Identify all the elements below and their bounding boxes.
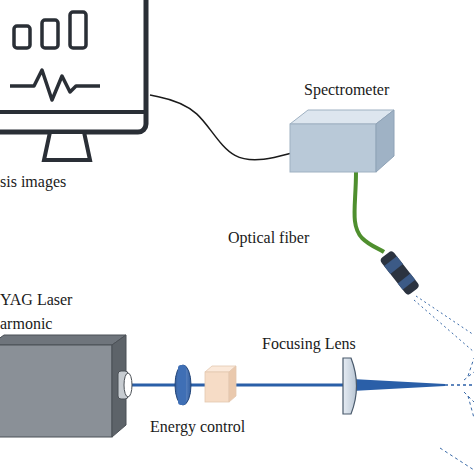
node-label: YAG Laser bbox=[0, 290, 72, 310]
node-label: sis images bbox=[0, 172, 66, 192]
part-label: Energy control bbox=[150, 417, 245, 436]
laser-top bbox=[0, 335, 126, 345]
bar-icon bbox=[14, 26, 30, 48]
bar-icon bbox=[42, 20, 58, 48]
spectrometer-side bbox=[376, 110, 394, 172]
polarizer-cube bbox=[229, 366, 236, 402]
beam-dashed bbox=[445, 384, 474, 386]
node-label: Spectrometer bbox=[304, 80, 389, 100]
waveform-icon bbox=[10, 70, 100, 100]
waveplate bbox=[175, 365, 191, 405]
cable bbox=[150, 95, 290, 160]
waveplate-rim bbox=[178, 365, 186, 405]
emission-lines bbox=[440, 358, 474, 470]
collection-lines bbox=[414, 296, 474, 352]
spectrometer-front bbox=[290, 124, 376, 172]
laser-aperture bbox=[124, 373, 132, 397]
computer-monitor: sis images bbox=[0, 0, 150, 190]
spectrometer-box-drawing bbox=[290, 110, 400, 172]
fiber-probe bbox=[379, 250, 420, 296]
spectrometer-box: Spectrometer bbox=[290, 110, 400, 172]
part-label: Optical fiber bbox=[228, 228, 309, 247]
focusing-lens bbox=[343, 358, 357, 414]
optical-fiber bbox=[355, 172, 385, 252]
monitor-frame bbox=[0, 0, 146, 132]
monitor-bezel bbox=[0, 110, 146, 114]
laser-front bbox=[0, 345, 112, 437]
computer-monitor-drawing bbox=[0, 0, 150, 190]
bar-icon bbox=[70, 12, 86, 48]
polarizer-cube bbox=[205, 372, 229, 402]
laser-head: YAG Laser armonic bbox=[0, 288, 135, 448]
focused-beam bbox=[352, 379, 445, 391]
node-label: armonic bbox=[0, 314, 52, 334]
laser-head-drawing bbox=[0, 288, 135, 448]
monitor-stand bbox=[44, 132, 90, 160]
part-label: Focusing Lens bbox=[262, 334, 356, 353]
